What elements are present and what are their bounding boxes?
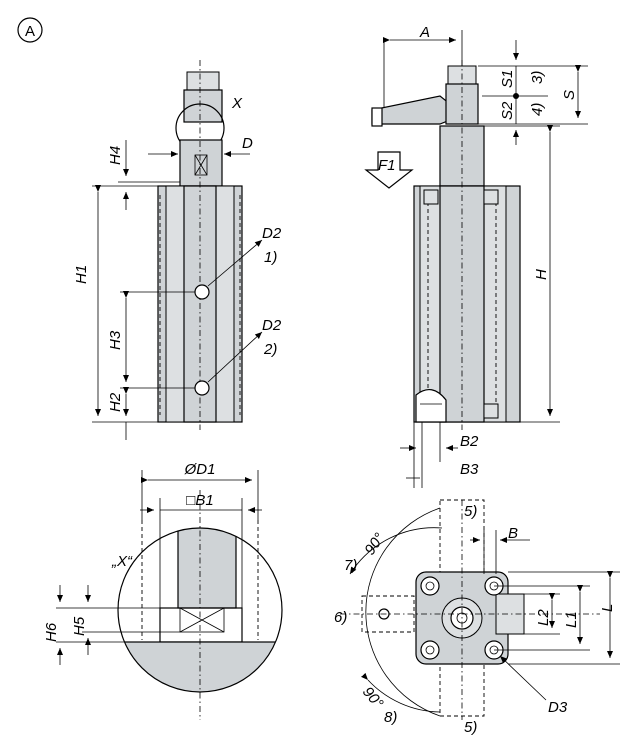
label-h6: H6 <box>43 622 60 642</box>
top-view <box>340 499 620 720</box>
label-note-7: 7) <box>344 557 357 574</box>
label-note-8: 8) <box>384 709 397 726</box>
label-f1: F1 <box>378 157 396 174</box>
label-d2-lower: D2 <box>262 317 282 334</box>
label-angle-bottom: 90° <box>359 684 387 712</box>
label-angle-top: 90° <box>361 530 388 558</box>
label-b: B <box>508 525 518 542</box>
label-l2: L2 <box>535 609 552 626</box>
label-s: S <box>561 90 578 100</box>
label-h3: H3 <box>107 330 124 350</box>
label-d3: D3 <box>548 699 568 716</box>
label-s1: S1 <box>499 70 516 88</box>
label-detail-x: „X“ <box>111 553 133 570</box>
label-d: D <box>242 135 253 152</box>
label-x: X <box>231 95 243 112</box>
label-h1: H1 <box>73 265 90 284</box>
label-note-4: 4) <box>529 103 546 116</box>
label-h2: H2 <box>107 392 124 412</box>
label-note-1: 1) <box>264 249 277 266</box>
label-note-5-bottom: 5) <box>464 719 477 736</box>
front-view <box>92 60 263 440</box>
label-note-2: 2) <box>263 341 277 358</box>
detail-x-view <box>56 470 283 720</box>
label-d2-upper: D2 <box>262 225 282 242</box>
view-marker-label: A <box>25 23 35 40</box>
label-note-5-top: 5) <box>464 503 477 520</box>
label-note-6: 6) <box>334 609 347 626</box>
label-note-3: 3) <box>529 71 546 84</box>
label-l1: L1 <box>563 611 580 628</box>
label-h4: H4 <box>107 146 124 165</box>
force-arrow-f1 <box>364 151 414 189</box>
label-b2: B2 <box>460 433 479 450</box>
side-view <box>364 30 588 488</box>
label-b1: □B1 <box>186 492 213 509</box>
label-s2: S2 <box>499 101 516 120</box>
label-l: L <box>599 604 616 612</box>
d2-hole-lower <box>194 380 210 396</box>
d2-hole-upper <box>194 284 210 300</box>
label-h5: H5 <box>71 616 88 636</box>
view-marker-a: A <box>17 17 43 43</box>
label-d1: ØD1 <box>184 461 216 478</box>
label-b3: B3 <box>460 461 479 478</box>
label-a: A <box>419 24 430 41</box>
label-h: H <box>533 269 550 280</box>
